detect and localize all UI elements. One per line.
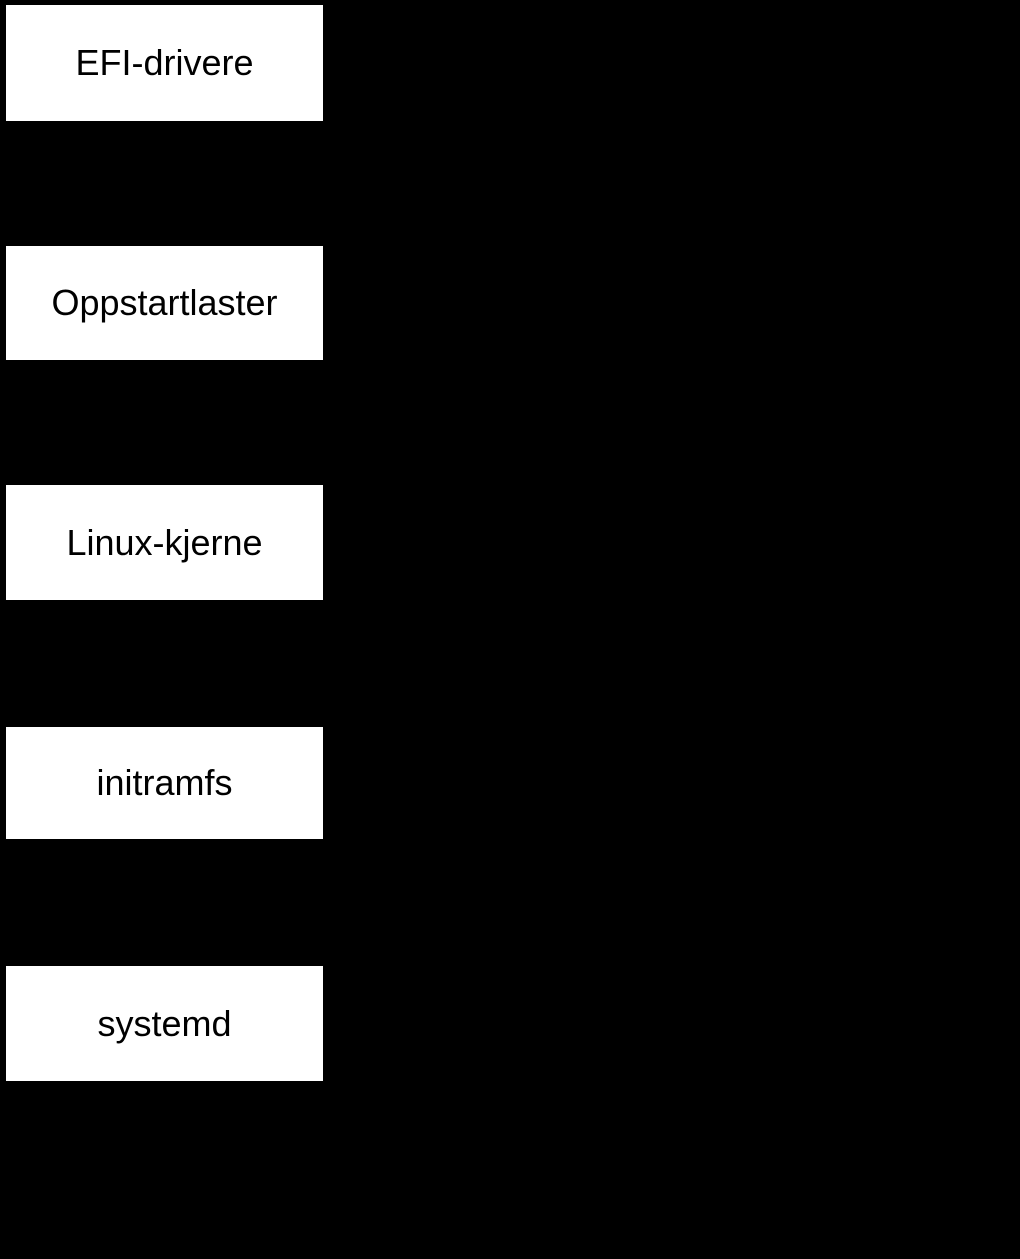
node-label-initramfs: initramfs — [96, 762, 233, 803]
node-label-efi-drivere: EFI-drivere — [75, 42, 254, 83]
node-label-oppstartlaster: Oppstartlaster — [51, 282, 278, 323]
diagram-node-initramfs: initramfs — [6, 727, 323, 839]
diagram-node-efi-drivere: EFI-drivere — [6, 5, 323, 121]
node-label-linux-kjerne: Linux-kjerne — [66, 521, 263, 563]
diagram-node-linux-kjerne: Linux-kjerne — [6, 485, 323, 600]
diagram-node-oppstartlaster: Oppstartlaster — [6, 246, 323, 360]
node-label-systemd: systemd — [97, 1002, 232, 1044]
diagram-node-systemd: systemd — [6, 966, 323, 1081]
